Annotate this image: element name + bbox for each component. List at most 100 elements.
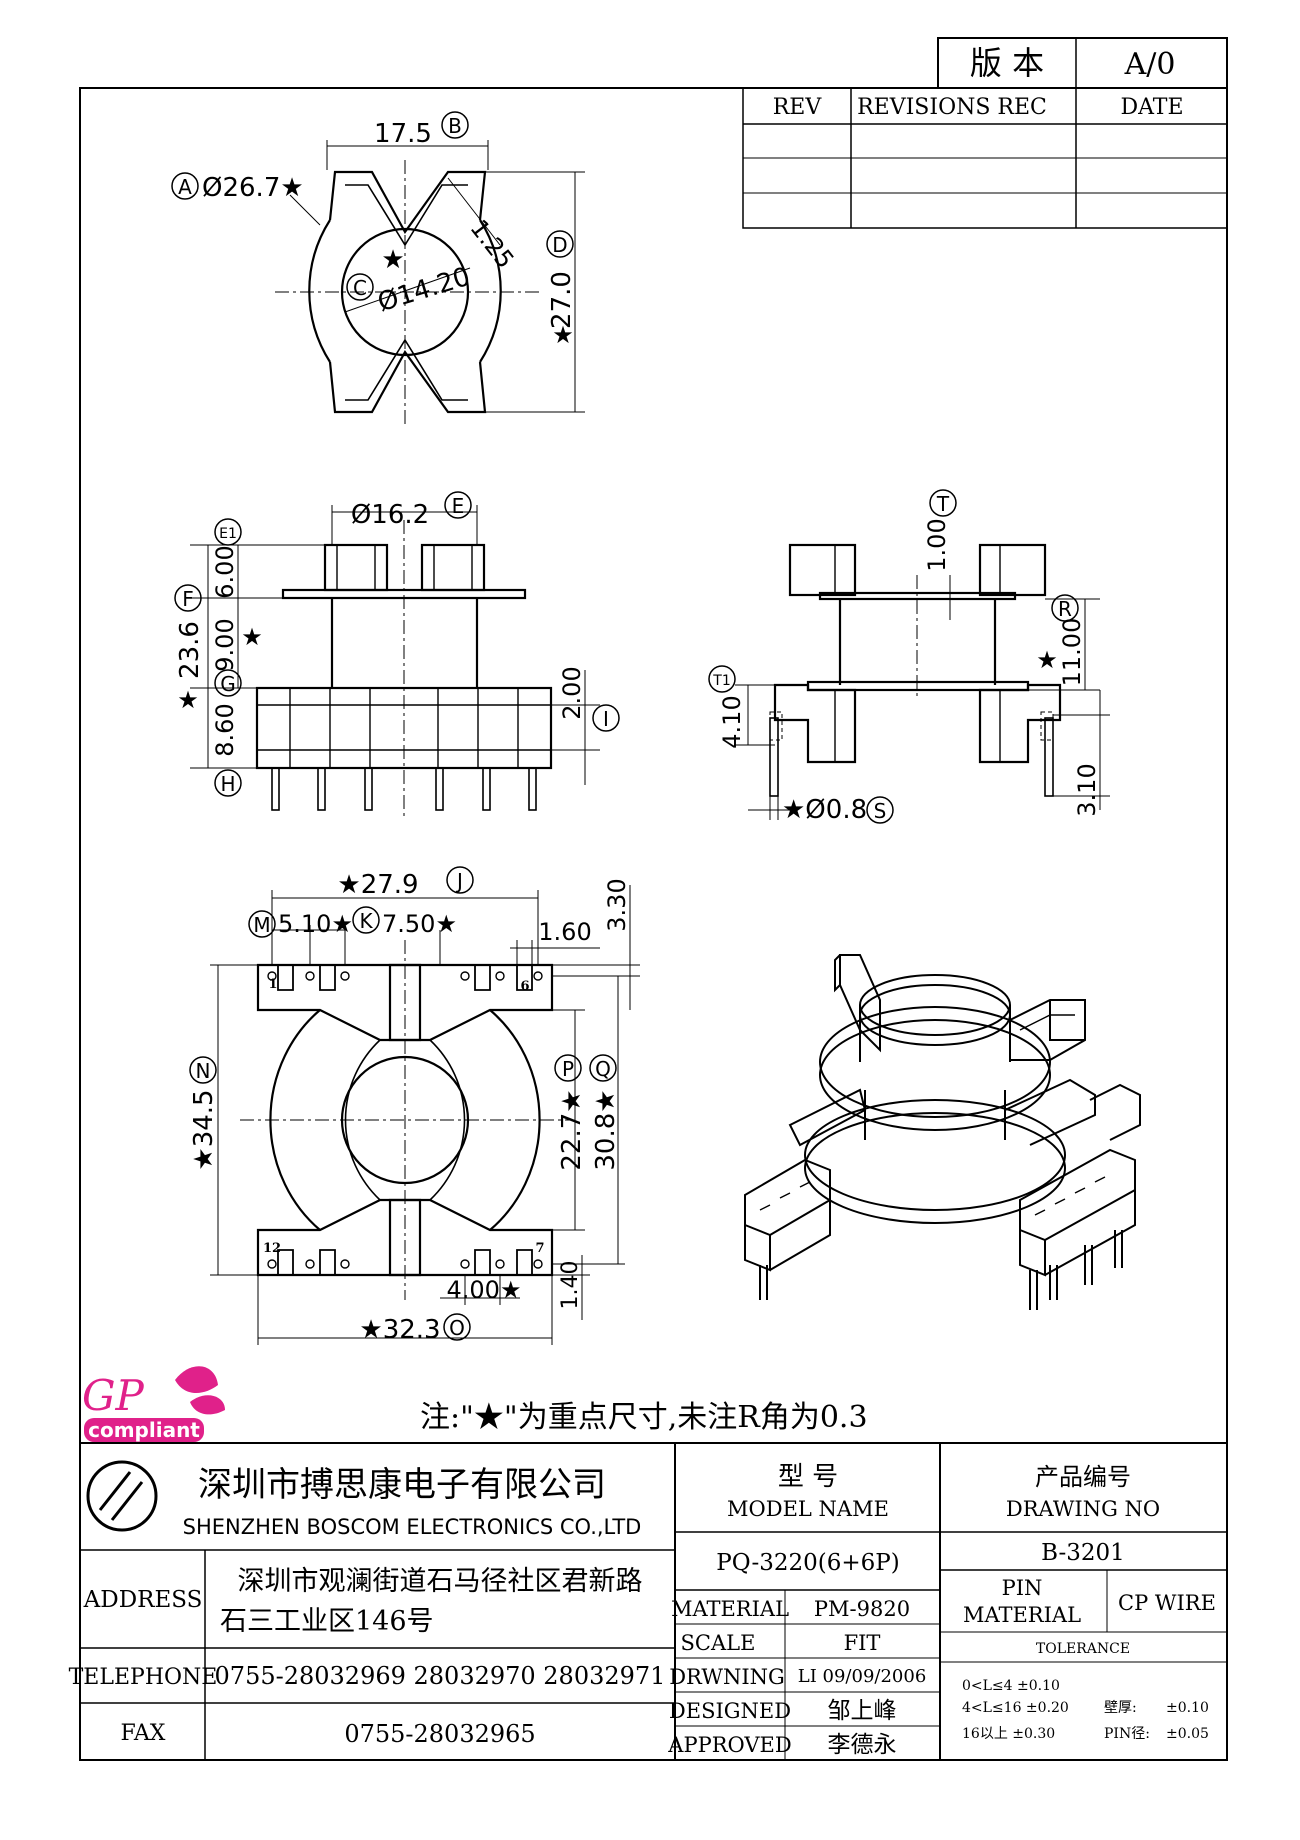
material-label: MATERIAL	[671, 1597, 789, 1621]
tag-t1-circle	[708, 665, 736, 693]
gp-compliant-logo: GP compliant	[82, 1366, 225, 1442]
tag-f-circle	[174, 584, 202, 612]
tag-d-circle	[546, 230, 574, 258]
wall-value: ±0.10	[1166, 1700, 1209, 1716]
height-star: ★	[552, 321, 574, 349]
dim-n: ★34.5	[189, 1089, 219, 1170]
tag-p-circle	[554, 1054, 582, 1082]
outer-frame	[79, 87, 1228, 1761]
pin-1: 1	[268, 977, 277, 992]
address-line-2: 石三工业区146号	[220, 1606, 434, 1637]
tag-p: P	[562, 1057, 574, 1081]
approved-value: 李德永	[828, 1732, 897, 1758]
tag-h-circle	[214, 769, 242, 797]
compliant-text: compliant	[88, 1418, 200, 1442]
tag-t1: T1	[712, 673, 730, 689]
dim-mid: 9.00	[211, 618, 239, 671]
tolerance-2: 4<L≤16 ±0.20	[962, 1700, 1069, 1716]
tag-s: S	[874, 799, 887, 823]
dim-p: 22.7★	[557, 1089, 587, 1170]
model-value: PQ-3220(6+6P)	[716, 1550, 899, 1576]
dim-t: 1.00	[923, 518, 951, 571]
tag-g: G	[220, 672, 236, 696]
tag-a: A	[178, 175, 192, 199]
front-view	[190, 505, 600, 820]
wall-label: 壁厚:	[1104, 1700, 1137, 1716]
address-label: ADDRESS	[83, 1587, 203, 1613]
tag-k: K	[359, 909, 373, 933]
tag-o-circle	[443, 1313, 471, 1341]
tag-n-circle	[189, 1056, 217, 1084]
drawing-value: B-3201	[1041, 1540, 1125, 1566]
tag-b: B	[448, 114, 462, 138]
compliant-badge	[84, 1418, 204, 1442]
dim-core-dia: Ø16.2	[351, 500, 429, 530]
dim-outer-dia: Ø26.7★	[202, 173, 304, 203]
dim-17-5: 17.5	[374, 119, 432, 149]
drawing-label-cn: 产品编号	[1035, 1463, 1131, 1491]
dim-r: 11.00	[1058, 618, 1086, 687]
revision-table: REV REVISIONS REC DATE	[742, 87, 1228, 229]
scale-label: SCALE	[681, 1631, 756, 1655]
dim-t1: 4.10	[718, 695, 746, 748]
side-view-labels: T 1.00 R 11.00 ★ T1 4.10 ★Ø0.8 S 3.10	[708, 489, 1101, 825]
total-star: ★	[177, 686, 199, 714]
tag-o: O	[449, 1316, 465, 1340]
drawing-label-en: DRAWING NO	[1006, 1497, 1160, 1521]
tag-c-circle	[346, 273, 374, 301]
bottom-view-labels: ★27.9 J M 5.10★ K 7.50★ 1.60 3.30 1 6 12…	[189, 866, 631, 1345]
leaf-icon	[175, 1366, 218, 1394]
dim-j: ★27.9	[337, 870, 418, 900]
dim-1-60: 1.60	[538, 918, 591, 946]
tag-j: J	[455, 869, 463, 893]
dim-1-40: 1.40	[558, 1261, 583, 1310]
model-label-en: MODEL NAME	[727, 1497, 889, 1521]
pin-7: 7	[535, 1241, 544, 1256]
company-name-en: SHENZHEN BOSCOM ELECTRONICS CO.,LTD	[183, 1515, 642, 1539]
tag-q: Q	[595, 1057, 611, 1081]
telephone-label: TELEPHONE	[69, 1665, 218, 1690]
tag-k-circle	[352, 906, 380, 934]
tag-j-circle	[446, 866, 474, 894]
dim-pin: ★Ø0.8	[782, 795, 867, 825]
address-line-1: 深圳市观澜街道石马径社区君新路	[238, 1566, 643, 1597]
version-box: 版 本 A/0	[937, 37, 1228, 89]
designed-label: DESIGNED	[669, 1699, 791, 1723]
pin-material-label-2: MATERIAL	[963, 1603, 1081, 1627]
tag-h: H	[220, 772, 235, 796]
title-block-text: 深圳市搏思康电子有限公司 SHENZHEN BOSCOM ELECTRONICS…	[69, 1462, 1216, 1758]
dim-k: 7.50★	[382, 910, 457, 938]
tag-r: R	[1058, 597, 1072, 621]
pin-dia-label: PIN径:	[1104, 1726, 1150, 1742]
designed-value: 邹上峰	[828, 1698, 897, 1724]
tag-m: M	[253, 913, 270, 937]
tag-i: I	[603, 707, 609, 731]
tag-i-circle	[592, 704, 620, 732]
model-label-cn: 型 号	[778, 1462, 838, 1492]
version-label: 版 本	[970, 44, 1044, 82]
front-view-labels: Ø16.2 E E1 6.00 F 23.6 ★ 9.00 ★ G 8.60 H…	[174, 491, 620, 797]
gp-text: GP	[82, 1371, 145, 1420]
dim-base: 8.60	[211, 703, 239, 756]
dim-pin-len: 3.10	[1073, 763, 1101, 816]
tag-f: F	[182, 587, 194, 611]
company-name-cn: 深圳市搏思康电子有限公司	[198, 1465, 606, 1505]
tag-d: D	[552, 233, 567, 257]
isometric-view	[744, 954, 1141, 1310]
tag-t: T	[936, 492, 950, 516]
bottom-view	[210, 885, 640, 1345]
tag-e1: E1	[219, 526, 237, 542]
r-star: ★	[1036, 646, 1058, 674]
tag-b-circle	[441, 111, 469, 139]
scale-value: FIT	[844, 1631, 881, 1655]
pin-dia-value: ±0.05	[1166, 1726, 1209, 1742]
drawing-by-label: DRWNING	[669, 1665, 785, 1689]
dim-top: 6.00	[211, 545, 239, 598]
dim-pitch: 4.00★	[447, 1276, 522, 1304]
top-view	[275, 140, 585, 425]
dim-m: 5.10★	[278, 910, 353, 938]
dim-o: ★32.3	[359, 1315, 440, 1345]
tolerance-1: 0<L≤4 ±0.10	[962, 1678, 1060, 1694]
fax-label: FAX	[121, 1721, 166, 1746]
